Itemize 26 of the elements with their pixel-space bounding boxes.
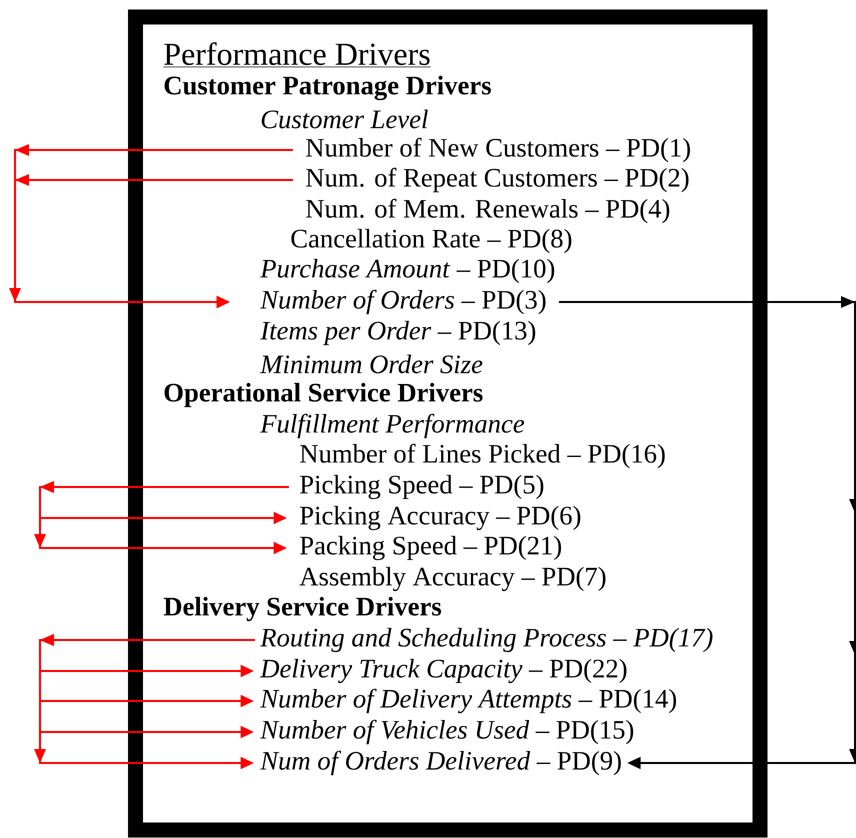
section-heading: Customer Patronage Drivers [164, 76, 491, 100]
driver-item: Purchase Amount – PD(10) [260, 258, 554, 284]
driver-item: Num. of Repeat Customers – PD(2) [306, 168, 688, 192]
driver-item: Num of Orders Delivered – PD(9) [260, 750, 621, 776]
driver-item: Picking Accuracy – PD(6) [300, 506, 580, 530]
frame-box [128, 10, 768, 838]
driver-item: Items per Order – PD(13) [260, 320, 536, 346]
driver-item: Packing Speed – PD(21) [300, 536, 562, 560]
subheading: Fulfillment Performance [260, 414, 524, 438]
driver-item: Picking Speed – PD(5) [300, 474, 544, 500]
driver-item: Cancellation Rate – PD(8) [291, 228, 572, 254]
driver-item: Number of New Customers – PD(1) [306, 138, 690, 162]
title-heading: Performance Drivers [163, 42, 431, 68]
driver-item: Number of Vehicles Used – PD(15) [260, 720, 634, 744]
driver-item: Number of Orders – PD(3) [260, 290, 546, 314]
subheading: Routing and Scheduling Process – PD(17) [260, 628, 712, 652]
driver-item: Num. of Mem. Renewals – PD(4) [306, 198, 670, 224]
driver-item: Delivery Truck Capacity – PD(22) [260, 658, 626, 684]
section-heading: Operational Service Drivers [164, 382, 483, 408]
driver-item: Assembly Accuracy – PD(7) [300, 566, 606, 592]
subheading: Customer Level [262, 110, 428, 128]
section-heading: Delivery Service Drivers [164, 596, 442, 622]
subheading: Minimum Order Size [260, 354, 482, 374]
driver-item: Number of Delivery Attempts – PD(14) [260, 688, 676, 714]
driver-item: Number of Lines Picked – PD(16) [300, 444, 665, 468]
arrow [558, 296, 856, 770]
